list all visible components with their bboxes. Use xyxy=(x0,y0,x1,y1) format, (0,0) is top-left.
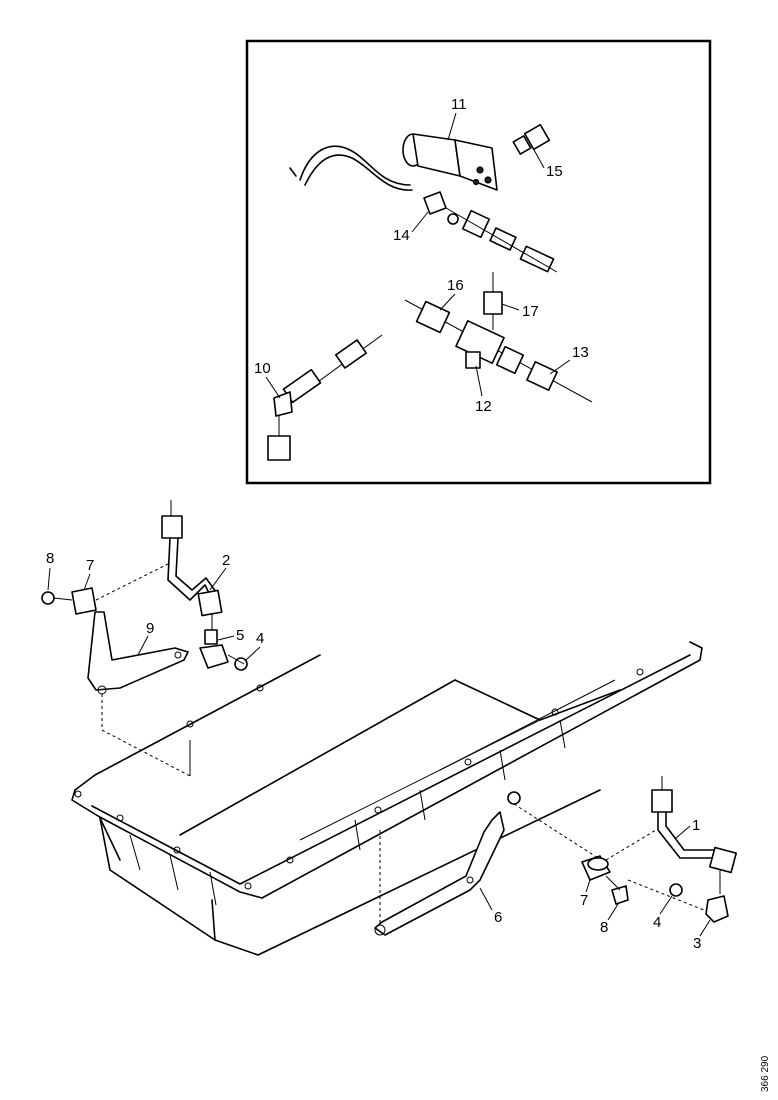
callout-9: 9 xyxy=(146,620,154,637)
valve-assembly xyxy=(404,272,593,403)
callout-8b: 8 xyxy=(600,919,608,936)
right-pipe-assembly: 1 3 4 7 8 6 xyxy=(374,776,738,952)
oil-pan xyxy=(71,641,703,956)
callout-3: 3 xyxy=(693,935,701,952)
callout-13: 13 xyxy=(572,344,589,361)
callout-1: 1 xyxy=(692,817,700,834)
callout-11: 11 xyxy=(451,96,467,113)
detail-inset: 11 15 14 16 17 13 12 10 xyxy=(245,39,712,485)
callout-15: 15 xyxy=(546,163,563,180)
callout-4b: 4 xyxy=(653,914,661,931)
sensor-10 xyxy=(267,334,383,461)
fitting-15 xyxy=(512,123,551,155)
callout-7b: 7 xyxy=(580,892,588,909)
callout-12: 12 xyxy=(475,398,492,415)
callout-7a: 7 xyxy=(86,557,94,574)
callout-4a: 4 xyxy=(256,630,264,647)
left-pipe-assembly: 2 5 4 7 8 9 xyxy=(41,500,264,777)
callout-10: 10 xyxy=(254,360,271,377)
callout-8a: 8 xyxy=(46,550,54,567)
inset-frame xyxy=(245,39,712,485)
callout-6: 6 xyxy=(494,909,502,926)
fitting-14 xyxy=(423,191,558,273)
pump-motor xyxy=(289,133,498,191)
callout-17: 17 xyxy=(522,303,539,320)
callout-2: 2 xyxy=(222,552,230,569)
drawing-code: 366 290 xyxy=(760,1055,771,1092)
callout-5: 5 xyxy=(236,627,244,644)
callout-14: 14 xyxy=(393,227,410,244)
callout-16: 16 xyxy=(447,277,464,294)
